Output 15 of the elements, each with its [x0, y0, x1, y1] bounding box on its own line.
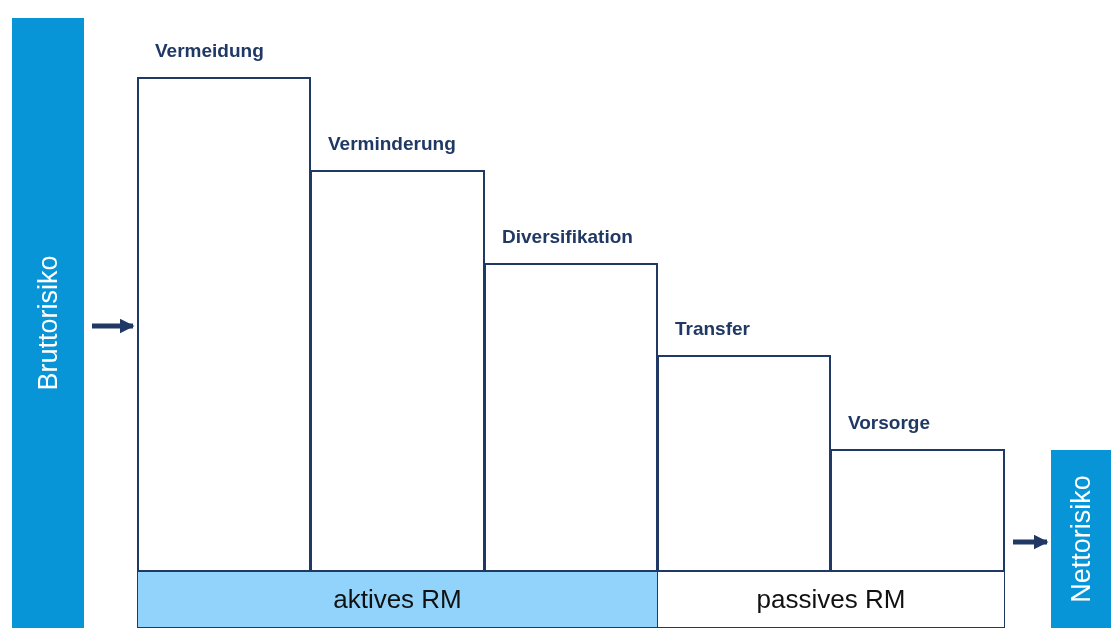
- category-band: [137, 571, 658, 628]
- step-heading: Vorsorge: [848, 412, 930, 434]
- step-heading: Transfer: [675, 318, 750, 340]
- risk-bar: [1051, 450, 1111, 628]
- band-label: passives RM: [756, 584, 906, 615]
- risk-bar: [12, 18, 84, 628]
- step-heading: Diversifikation: [502, 226, 633, 248]
- category-band: [657, 571, 1005, 628]
- bar-label: Bruttorisiko: [32, 255, 64, 391]
- bar-label: Nettorisiko: [1065, 475, 1097, 603]
- band-label: aktives RM: [333, 584, 462, 615]
- step-heading: Vermeidung: [155, 40, 264, 62]
- arrow: [1013, 534, 1049, 550]
- arrow: [92, 318, 135, 334]
- step-heading: Verminderung: [328, 133, 456, 155]
